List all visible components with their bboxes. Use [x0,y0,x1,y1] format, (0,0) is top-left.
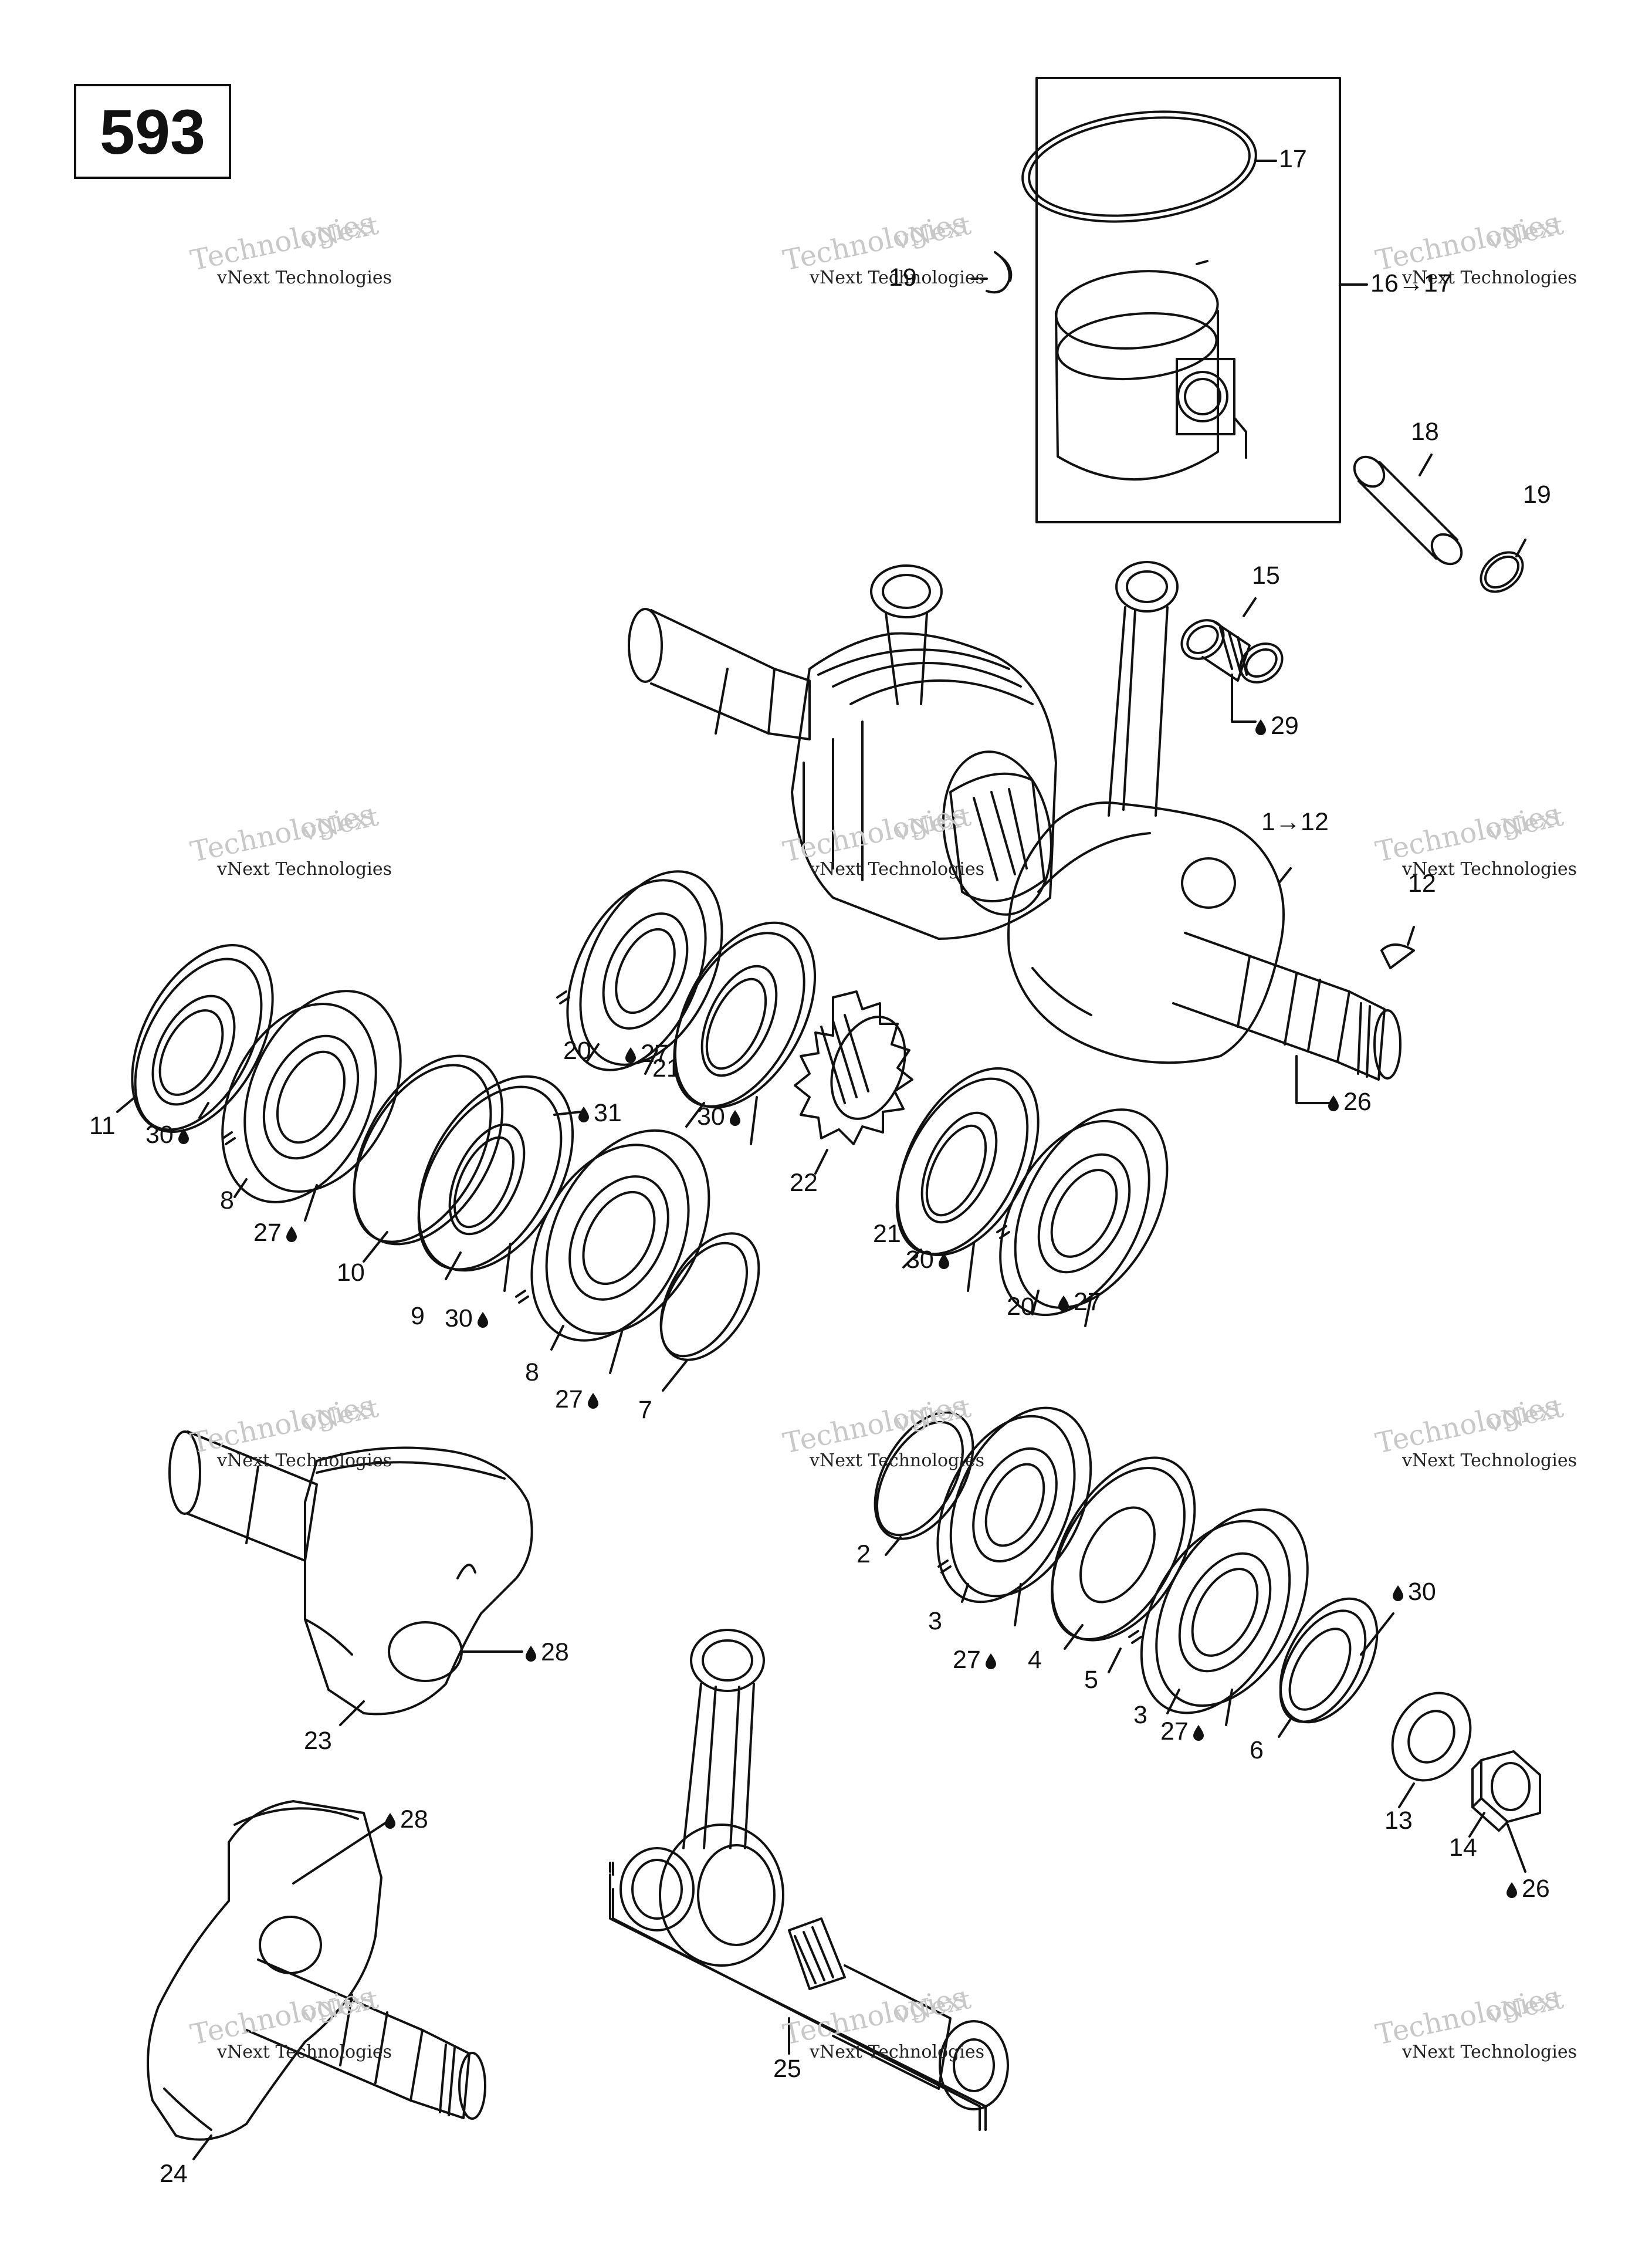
hex-nut-14 [1468,1750,1541,1873]
lubricant-drop-icon [729,1110,740,1126]
callout-28b: 28 [384,1807,428,1832]
ball-bearing-3b [1140,1508,1309,1726]
callout-2: 2 [857,1540,871,1568]
callout-21a: 21 [652,1054,681,1082]
callout-30b: 30 [697,1104,745,1129]
oil-seal-9 [417,1075,582,1292]
lock-washer-13 [1391,1692,1472,1808]
callout-20b: 20 [1007,1293,1035,1321]
callout-27c: 27 [555,1387,603,1412]
callout-9: 9 [411,1302,425,1330]
callout-8b: 8 [525,1358,539,1386]
callout-27b: 27 [624,1041,669,1067]
ball-bearing-8a [221,990,402,1222]
callout-19b: 19 [1523,481,1551,509]
callout-30e: 30 [1392,1579,1436,1605]
lubricant-drop-icon [578,1107,589,1122]
callout-19a: 19 [889,263,917,292]
oil-seal-6 [1278,1597,1394,1738]
lubricant-drop-icon [1328,1095,1339,1111]
ring-2 [874,1411,974,1556]
gear-22 [794,990,913,1175]
callout-28a: 28 [524,1640,569,1665]
callout-27e: 27 [953,1648,1001,1673]
callout-15: 15 [1252,561,1280,590]
lubricant-drop-icon [526,1646,536,1662]
callout-3a: 3 [928,1607,942,1635]
callout-22: 22 [790,1169,818,1197]
lubricant-drop-icon [587,1393,598,1409]
lubricant-drop-icon [625,1047,636,1063]
callout-11: 11 [89,1112,116,1140]
callout-7: 7 [638,1396,652,1424]
callout-3b: 3 [1133,1701,1147,1729]
connecting-rod-kit-25 [609,1629,1009,2131]
callout-30d: 30 [906,1247,954,1273]
lubricant-drop-icon [477,1312,488,1328]
ball-bearing-3a [936,1406,1092,1626]
oil-seal-21a [673,921,817,1145]
callout-26b: 26 [1505,1876,1550,1902]
circlip-top [969,251,1013,294]
piston-ring [1021,110,1277,223]
leader-26a [1295,1055,1333,1104]
lubricant-drop-icon [1193,1725,1204,1741]
lubricant-drop-icon [286,1226,297,1242]
callout-14: 14 [1449,1833,1477,1862]
lubricant-drop-icon [178,1128,189,1144]
callout-8a: 8 [220,1186,234,1215]
callout-4: 4 [1028,1646,1042,1674]
callout-23: 23 [304,1727,332,1755]
callout-21b: 21 [873,1220,901,1248]
crankshaft-half-23 [168,1430,533,1726]
circlip-right [1480,539,1526,593]
callout-10: 10 [337,1259,365,1287]
callout-31: 31 [577,1101,622,1126]
callout-5: 5 [1084,1666,1098,1694]
ball-bearing-8b [515,1129,710,1374]
callout-30c: 30 [445,1306,493,1331]
callout-27d: 27 [1057,1290,1102,1315]
crankshaft-assembly [628,561,1402,1081]
spacer-ring-10 [353,1054,504,1263]
callout-13: 13 [1384,1807,1413,1835]
callout-24: 24 [160,2160,188,2188]
callout-20a: 20 [563,1037,591,1065]
lubricant-drop-icon [1255,719,1266,735]
crankshaft-half-24 [147,1800,486,2160]
piston-pin [1353,454,1463,566]
needle-bearing-15 [1180,597,1284,723]
lubricant-drop-icon [1058,1295,1069,1311]
ball-bearing-20b [996,1108,1169,1327]
ring-7 [659,1232,760,1392]
callout-1-12: 1→12 [1261,808,1329,836]
ball-bearing-20a [556,870,723,1075]
oil-seal-21b [895,1067,1040,1292]
callout-27f: 27 [1160,1719,1208,1744]
piston [1055,260,1247,481]
callout-6: 6 [1250,1736,1264,1764]
lubricant-drop-icon [1507,1882,1517,1898]
callout-29: 29 [1254,713,1299,739]
lubricant-drop-icon [1393,1585,1403,1601]
lubricant-drop-icon [938,1253,949,1269]
callout-25: 25 [773,2055,801,2083]
lubricant-drop-icon [985,1653,996,1669]
callout-12: 12 [1408,870,1436,898]
callout-17: 17 [1279,145,1307,173]
page-number-box: 593 [74,84,231,179]
callout-27a: 27 [253,1220,302,1246]
callout-30a: 30 [145,1122,194,1148]
piston-kit-box [1035,77,1368,523]
oil-seal-11 [116,944,274,1133]
callout-16-17: 16→17 [1370,269,1452,297]
callout-26a: 26 [1327,1090,1372,1115]
woodruff-key [1380,926,1415,969]
lubricant-drop-icon [385,1813,395,1829]
callout-18: 18 [1411,418,1439,446]
